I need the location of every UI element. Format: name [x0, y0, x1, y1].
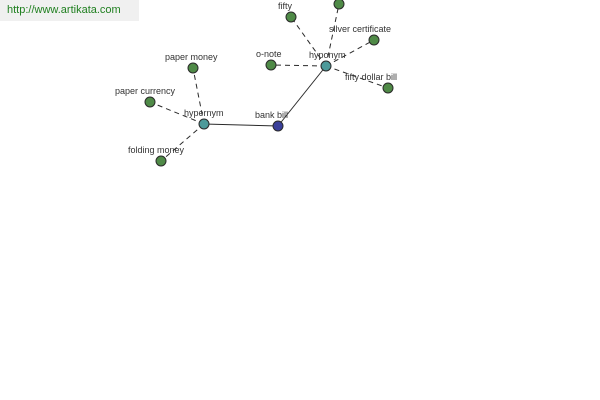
fifty-dollar-bill-node[interactable] [382, 82, 394, 94]
o-note-node[interactable] [265, 59, 277, 71]
silver-certificate-node[interactable] [368, 34, 380, 46]
fifty-label: fifty [278, 1, 293, 11]
paper-currency-node[interactable] [144, 96, 156, 108]
hyponym-node[interactable] [320, 60, 332, 72]
edge-hyponym-silver-certificate [325, 39, 375, 67]
edge-hypernym-paper-money [192, 67, 205, 125]
fifty-dollar-bill-label: fifty dollar bill [345, 72, 397, 82]
edge-hypernym-folding-money [160, 123, 205, 162]
paper-money-label: paper money [165, 52, 218, 62]
edge-hyponym-o-note [270, 64, 327, 67]
edge-hypernym-paper-currency [149, 101, 205, 125]
edge-hyponym-fifty [290, 16, 327, 67]
folding-money-node[interactable] [155, 155, 167, 167]
hypernym-node[interactable] [198, 118, 210, 130]
hyponym-label: hyponym [309, 50, 346, 60]
fifty-node[interactable] [285, 11, 297, 23]
top-hyponym-node[interactable] [333, 0, 345, 10]
silver-certificate-label: silver certificate [329, 24, 391, 34]
folding-money-label: folding money [128, 145, 185, 155]
edge-hyponym-fifty-dollar-bill [325, 65, 389, 89]
paper-currency-label: paper currency [115, 86, 176, 96]
edge-hypernym-root [203, 123, 279, 127]
bank-bill-node[interactable] [272, 120, 284, 132]
edge-hyponym-top [325, 3, 340, 67]
root-label: bank bill [255, 110, 288, 120]
o-note-label: o-note [256, 49, 282, 59]
edge-root-hyponym [277, 65, 327, 127]
hypernym-label: hypernym [184, 108, 224, 118]
paper-money-node[interactable] [187, 62, 199, 74]
source-url[interactable]: http://www.artikata.com [0, 0, 139, 21]
